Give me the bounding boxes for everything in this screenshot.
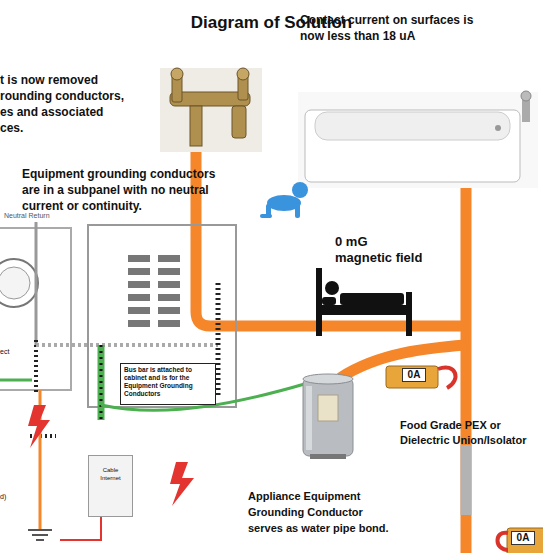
bed-icon bbox=[322, 305, 412, 315]
ground-bus-bar bbox=[98, 345, 105, 420]
subpanel bbox=[88, 225, 236, 407]
clamp-meter bbox=[507, 528, 543, 553]
bed-icon bbox=[325, 281, 339, 295]
bed-icon bbox=[316, 268, 322, 336]
breaker bbox=[158, 294, 180, 301]
bathtub-photo bbox=[298, 92, 538, 188]
ground-symbol bbox=[32, 534, 48, 536]
faucet-cap bbox=[171, 68, 183, 80]
faucet-photo bbox=[160, 68, 262, 152]
cropped-label: ect bbox=[0, 347, 20, 356]
breaker bbox=[128, 307, 150, 314]
lightning-symbol bbox=[28, 405, 50, 448]
faucet-spout bbox=[190, 106, 202, 146]
neutral-wire bbox=[35, 222, 38, 345]
ground-wire bbox=[0, 379, 32, 382]
pex-section bbox=[461, 445, 472, 515]
baby-icon bbox=[260, 214, 272, 218]
note-label: Equipment grounding conductors are in a … bbox=[22, 166, 222, 214]
breaker bbox=[158, 268, 180, 275]
water-heater bbox=[310, 454, 346, 459]
faucet-cap bbox=[237, 68, 249, 80]
box-text: Bus bar is attached to cabinet and is fo… bbox=[124, 366, 212, 398]
baby-icon bbox=[292, 182, 308, 198]
callout-box: Bus bar is attached to cabinet and is fo… bbox=[120, 363, 216, 405]
clamp-jaw bbox=[498, 533, 509, 550]
cable-box: Cable Internet bbox=[88, 455, 133, 517]
note-label: Food Grade PEX or Dielectric Union/Isola… bbox=[400, 418, 540, 448]
faucet-valve bbox=[232, 106, 246, 138]
meter bbox=[0, 267, 30, 299]
ground-symbol bbox=[28, 529, 52, 531]
bed-icon bbox=[406, 292, 412, 336]
water-heater bbox=[303, 378, 353, 456]
breaker bbox=[128, 281, 150, 288]
box-text: 0A bbox=[512, 532, 534, 544]
cable-wire bbox=[60, 517, 101, 540]
meter-display: 0A bbox=[511, 531, 535, 545]
field-label: 0 mG magnetic field bbox=[335, 234, 425, 266]
box-text: 0A bbox=[403, 369, 425, 381]
breaker bbox=[158, 320, 180, 327]
water-heater bbox=[306, 386, 312, 450]
neutral-bus bbox=[34, 340, 38, 395]
ground-bus-bar bbox=[100, 345, 103, 420]
breaker bbox=[158, 307, 180, 314]
breaker bbox=[128, 294, 150, 301]
bathtub-rim bbox=[315, 112, 510, 140]
bed-icon bbox=[322, 297, 336, 305]
bathtub-drain bbox=[495, 125, 501, 131]
bathtub bbox=[305, 110, 520, 182]
water-heater-label bbox=[318, 395, 338, 421]
cropped-label: d) bbox=[0, 492, 20, 501]
breaker bbox=[128, 255, 150, 262]
meter-display: 0A bbox=[402, 368, 426, 382]
note-label: Contact current on surfaces is now less … bbox=[300, 12, 485, 44]
note-label: Appliance Equipment Grounding Conductor … bbox=[248, 488, 394, 536]
breaker bbox=[128, 268, 150, 275]
clamp-meter bbox=[386, 366, 438, 388]
water-heater bbox=[303, 374, 353, 384]
breaker bbox=[128, 320, 150, 327]
box-text: Cable Internet bbox=[97, 466, 124, 482]
clamp-jaw bbox=[438, 367, 456, 388]
lightning-symbol bbox=[170, 462, 194, 506]
breaker bbox=[158, 255, 180, 262]
water-pipe bbox=[461, 180, 472, 553]
note-label: t is now removed rounding conductors, es… bbox=[0, 72, 127, 136]
bathtub-knob bbox=[521, 91, 531, 101]
bed-icon bbox=[340, 293, 404, 305]
baby-icon bbox=[295, 202, 300, 218]
wire-label: Neutral Return bbox=[4, 211, 74, 220]
breaker bbox=[158, 281, 180, 288]
ground-symbol bbox=[36, 539, 44, 541]
bus-bar bbox=[216, 283, 221, 398]
meter bbox=[0, 259, 38, 307]
neutral-wire bbox=[36, 343, 218, 347]
